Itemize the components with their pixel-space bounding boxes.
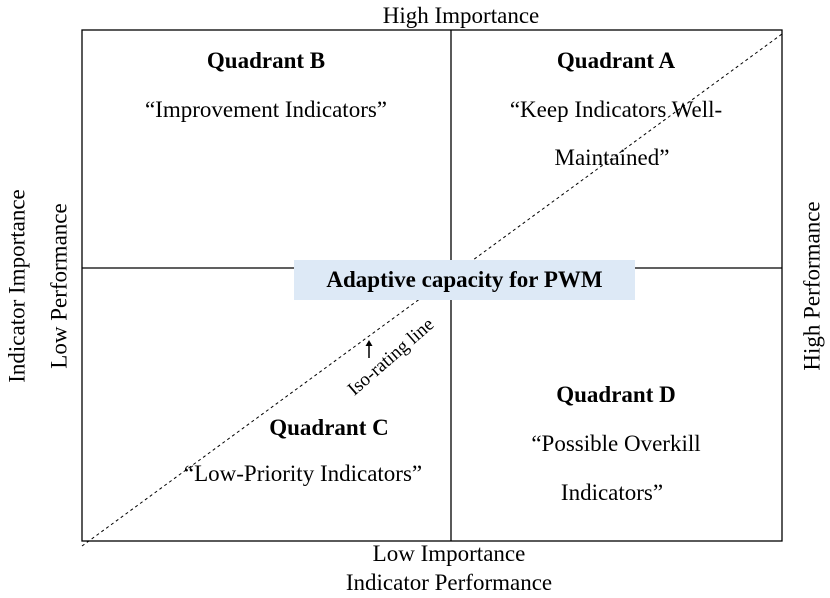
quadrant-d-title: Quadrant D bbox=[556, 382, 676, 407]
right-axis-label: High Performance bbox=[799, 201, 825, 371]
quadrant-a-title: Quadrant A bbox=[556, 48, 676, 73]
quadrant-b-title: Quadrant B bbox=[206, 48, 326, 73]
quadrant-d-text-line2: Indicators” bbox=[560, 480, 664, 505]
quadrant-d-text-line1: “Possible Overkill bbox=[531, 431, 701, 456]
quadrant-c-title: Quadrant C bbox=[269, 415, 389, 440]
center-label: Adaptive capacity for PWM bbox=[294, 260, 635, 300]
quadrant-c-text: “Low-Priority Indicators” bbox=[183, 461, 423, 486]
iso-line-arrow-icon bbox=[365, 340, 373, 358]
y-axis-title: Indicator Importance bbox=[4, 189, 30, 383]
outer-border bbox=[81, 29, 783, 542]
quadrant-a-text-line2: Maintained” bbox=[554, 145, 670, 170]
left-axis-label: Low Performance bbox=[46, 203, 72, 369]
top-axis-label: High Importance bbox=[382, 3, 540, 28]
x-axis-title: Indicator Performance bbox=[345, 570, 553, 595]
bottom-axis-label: Low Importance bbox=[372, 541, 526, 566]
quadrant-b-text: “Improvement Indicators” bbox=[144, 97, 388, 122]
quadrant-a-text-line1: “Keep Indicators Well- bbox=[509, 97, 723, 122]
